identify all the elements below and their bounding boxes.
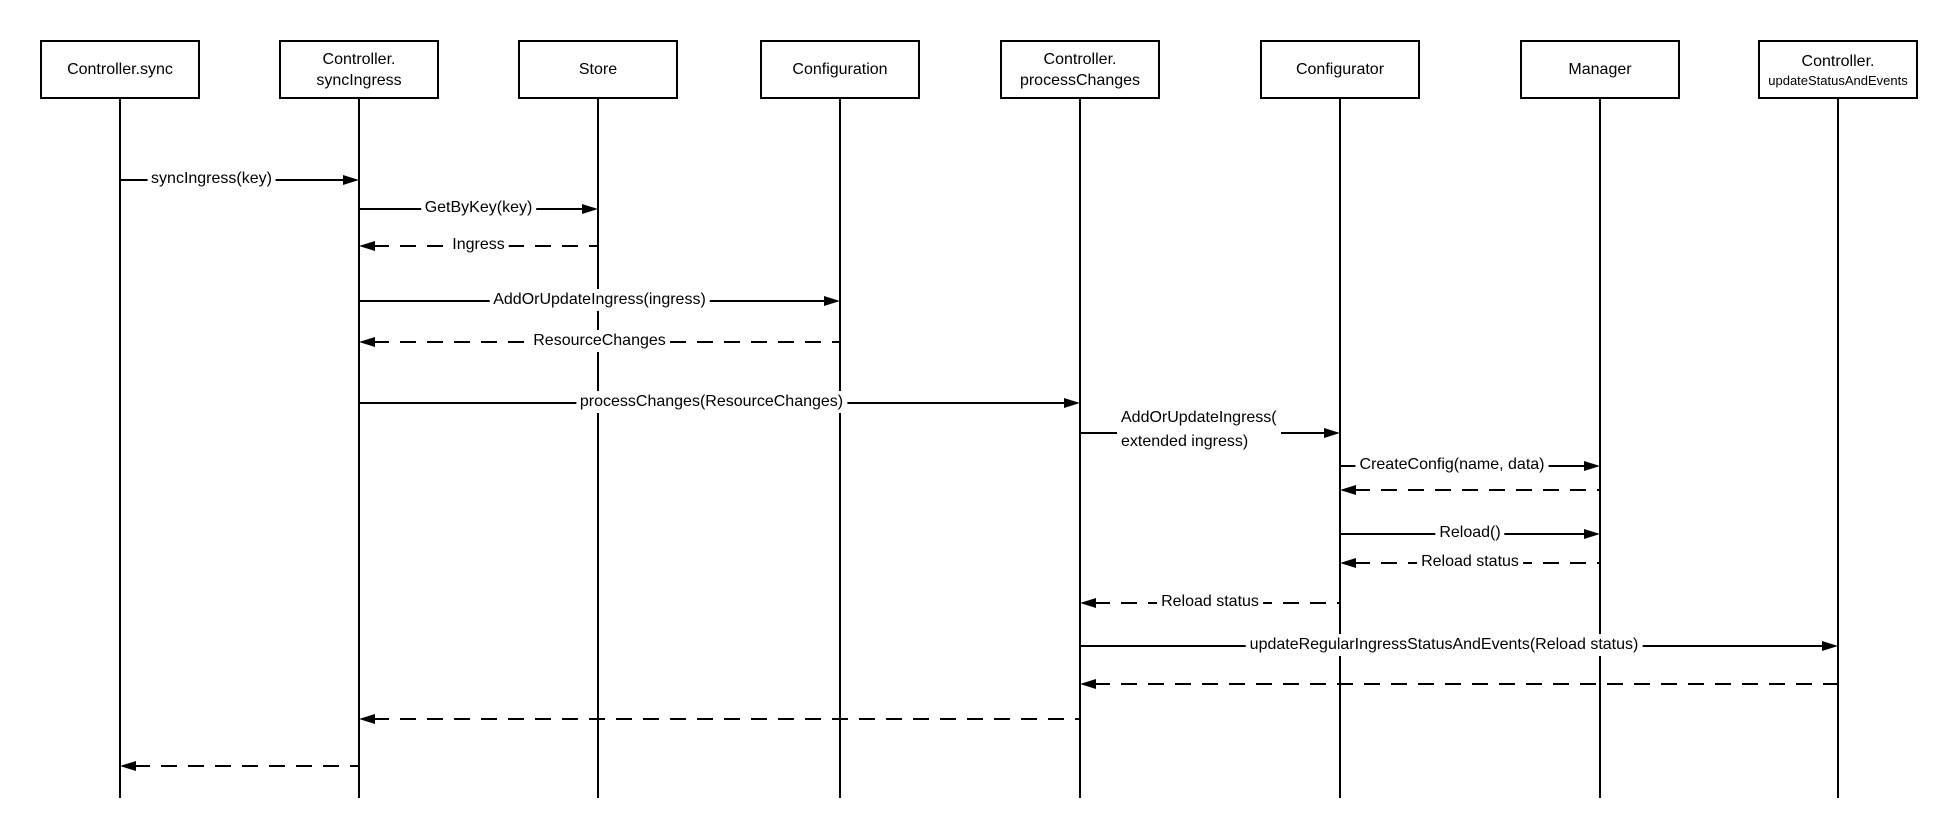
arrowhead-icon	[1584, 461, 1600, 471]
message-label-line: extended ingress)	[1121, 433, 1249, 450]
actor-box-manager: Manager	[1520, 40, 1680, 99]
lifeline-configurator	[1339, 99, 1341, 798]
actor-label: Controller.sync	[67, 61, 173, 78]
return-message-line	[134, 765, 359, 767]
message-label: Reload status	[1417, 551, 1523, 573]
arrowhead-icon	[343, 175, 359, 185]
lifeline-manager	[1599, 99, 1601, 798]
actor-label: updateStatusAndEvents	[1768, 72, 1908, 88]
message-label: ResourceChanges	[529, 330, 670, 352]
actor-box-configurator: Configurator	[1260, 40, 1420, 99]
arrowhead-icon	[1340, 558, 1356, 568]
lifeline-processChanges	[1079, 99, 1081, 798]
arrowhead-icon	[1324, 428, 1340, 438]
arrowhead-icon	[1584, 529, 1600, 539]
lifeline-store	[597, 99, 599, 798]
actor-label: processChanges	[1019, 71, 1141, 89]
actor-box-store: Store	[518, 40, 678, 99]
actor-label: Controller.	[1801, 52, 1875, 70]
return-message-line	[1094, 683, 1838, 685]
actor-label: Store	[578, 61, 618, 78]
lifeline-configuration	[839, 99, 841, 798]
message-label: GetByKey(key)	[420, 197, 537, 219]
lifeline-updateStatusAndEvents	[1837, 99, 1839, 798]
message-label: AddOrUpdateIngress( extended ingress)	[1117, 406, 1281, 454]
actor-box-sync: Controller.sync	[40, 40, 200, 99]
arrowhead-icon	[1080, 679, 1096, 689]
message-label: syncIngress(key)	[147, 168, 276, 190]
message-label: updateRegularIngressStatusAndEvents(Relo…	[1245, 634, 1643, 656]
message-label: AddOrUpdateIngress(ingress)	[489, 289, 710, 311]
return-message-line	[1354, 489, 1600, 491]
arrowhead-icon	[1080, 598, 1096, 608]
message-label: Ingress	[448, 234, 509, 256]
actor-box-configuration: Configuration	[760, 40, 920, 99]
arrowhead-icon	[824, 296, 840, 306]
actor-label: Configurator	[1295, 61, 1385, 78]
actor-label: Manager	[1568, 61, 1632, 78]
arrowhead-icon	[1340, 485, 1356, 495]
arrowhead-icon	[359, 337, 375, 347]
arrowhead-icon	[359, 714, 375, 724]
arrowhead-icon	[359, 241, 375, 251]
message-label: CreateConfig(name, data)	[1355, 454, 1549, 476]
actor-label: Configuration	[792, 61, 888, 78]
arrowhead-icon	[1822, 641, 1838, 651]
return-message-line	[373, 718, 1080, 720]
lifeline-syncIngress	[358, 99, 360, 798]
message-label: processChanges(ResourceChanges)	[575, 391, 848, 413]
actor-box-syncIngress: Controller. syncIngress	[279, 40, 439, 99]
arrowhead-icon	[120, 761, 136, 771]
arrowhead-icon	[1064, 398, 1080, 408]
actor-box-updateStatusAndEvents: Controller. updateStatusAndEvents	[1758, 40, 1918, 99]
lifeline-sync	[119, 99, 121, 798]
arrowhead-icon	[582, 204, 598, 214]
message-label: Reload()	[1435, 522, 1505, 544]
actor-label: Controller.	[1043, 50, 1117, 68]
actor-box-processChanges: Controller. processChanges	[1000, 40, 1160, 99]
actor-label: syncIngress	[316, 71, 402, 89]
message-label: Reload status	[1157, 591, 1263, 613]
actor-label: Controller.	[322, 50, 396, 68]
message-label-line: AddOrUpdateIngress(	[1121, 409, 1277, 426]
